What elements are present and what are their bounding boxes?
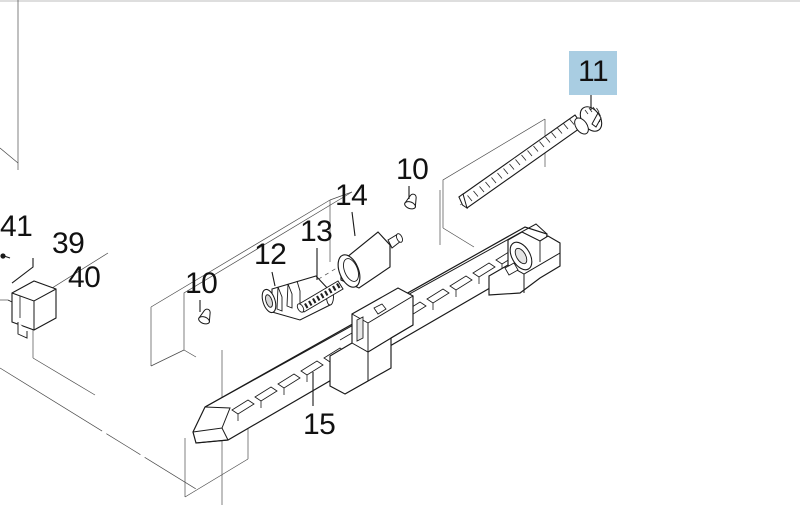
leader-lines [0,95,592,406]
leader-39 [11,258,34,284]
leader-14 [351,211,356,237]
part-14-roller [337,231,404,289]
part-15-guide-rail [192,223,561,444]
rail-carriage-block [329,287,414,395]
assembly-frame-center [150,191,353,367]
rail-bearing-block [488,231,561,296]
part-10-pin-right [403,191,420,211]
lead-screw-shaft [458,114,584,210]
leader-12 [271,271,276,287]
part-12-bushing [261,275,334,321]
callout-label-15-c15: 15 [303,408,336,441]
lead-screw-knob [574,106,603,135]
leader-dots [0,253,6,259]
leader-dot-41 [0,253,6,259]
callout-label-14-c14: 14 [335,179,368,212]
callout-label-39-c39: 39 [52,227,85,260]
callout-label-13-c13: 13 [300,215,333,248]
part-11-lead-screw [458,106,603,210]
part-13-spring [296,280,344,313]
callout-label-40-c40: 40 [68,261,101,294]
construction-lines [0,0,223,506]
callout-label-11-c11: 11 [569,51,618,95]
callout-label-10-c10b: 10 [396,153,429,186]
callout-label-10-c10a: 10 [185,267,218,300]
callout-label-41-c41: 41 [0,210,33,243]
part-40-bracket [7,280,57,339]
callout-label-12-c12: 12 [254,238,287,271]
